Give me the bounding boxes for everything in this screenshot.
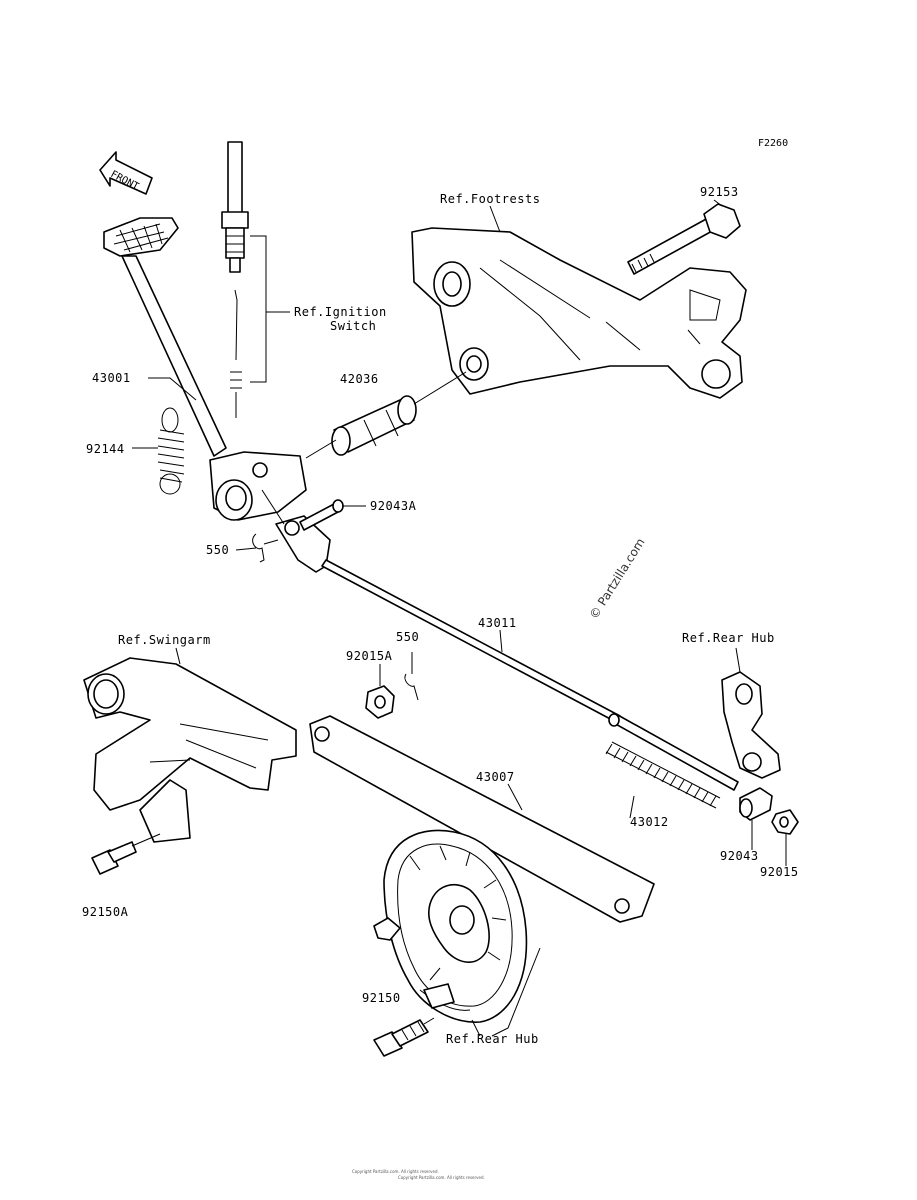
brake-pedal [103,217,307,521]
adjuster-nut [739,787,799,866]
label-ref-swingarm: Ref.Swingarm [118,633,211,647]
rear-hub-arm [721,647,781,779]
label-ref-ignition-1: Ref.Ignition [294,305,387,319]
bolt-92150a [91,833,161,875]
clip-pin [252,499,344,563]
label-43011: 43011 [478,616,517,630]
watermark: © Partzilla.com [587,536,648,622]
pivot-shaft [305,371,467,459]
brake-switch [221,141,290,418]
label-43001: 43001 [92,371,131,385]
brake-rod [261,489,739,791]
footer-line-1: Copyright Partzilla.com. All rights rese… [352,1169,439,1174]
label-550-top: 550 [206,543,229,557]
label-92015a: 92015A [346,649,393,663]
footrest-bracket [411,205,747,399]
bolt-92153 [627,199,741,275]
label-92144: 92144 [86,442,125,456]
footer-line-2: Copyright Partzilla.com. All rights rese… [398,1175,485,1180]
leader-lines [132,377,635,1037]
label-ref-rear-hub-bottom: Ref.Rear Hub [446,1032,539,1046]
label-92153: 92153 [700,185,739,199]
label-92043a: 92043A [370,499,417,513]
nut-92015a [365,652,419,719]
swingarm [83,647,297,843]
label-ref-footrests: Ref.Footrests [440,192,540,206]
rod-spring [605,741,721,809]
brake-panel [373,829,528,1023]
label-92150a: 92150A [82,905,129,919]
front-arrow-icon: FRONT [99,151,153,195]
label-43007: 43007 [476,770,515,784]
label-550-mid: 550 [396,630,419,644]
label-42036: 42036 [340,372,379,386]
torque-link [309,715,655,923]
bolt-92150 [373,1017,435,1057]
label-43012: 43012 [630,815,669,829]
label-92015: 92015 [760,865,799,879]
figure-code: F2260 [758,138,788,149]
label-ref-ignition-2: Switch [330,319,376,333]
label-ref-rear-hub-top: Ref.Rear Hub [682,631,775,645]
return-spring [157,407,185,495]
label-92150: 92150 [362,991,401,1005]
label-92043: 92043 [720,849,759,863]
